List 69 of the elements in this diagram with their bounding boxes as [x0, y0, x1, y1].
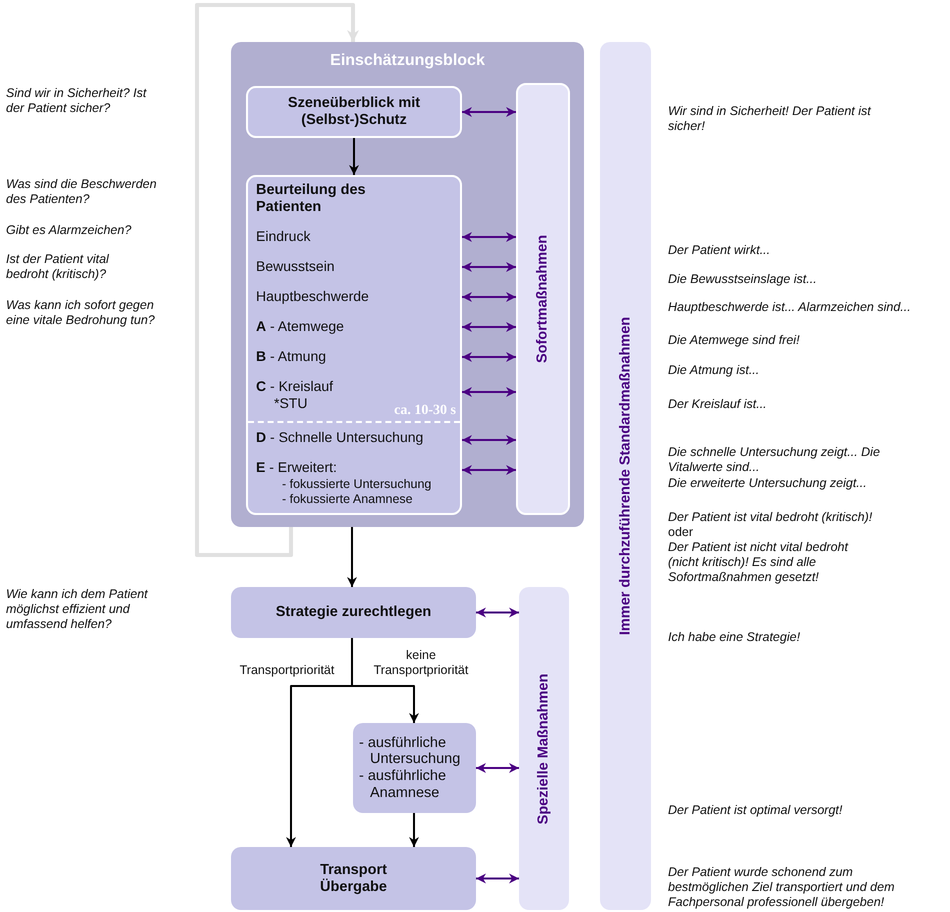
vertical-label: Spezielle Maßnahmen — [536, 673, 552, 824]
side-bar — [600, 42, 651, 910]
answer-text: Die erweiterte Untersuchung zeigt... — [668, 476, 868, 491]
side-bar — [516, 83, 570, 515]
arrow — [476, 874, 519, 884]
arrow — [462, 435, 516, 445]
question-text: Was sind die Beschwerden des Patienten? — [6, 177, 158, 207]
duration-label: ca. 10-30 s — [393, 403, 456, 420]
list-text: - ausführliche Untersuchung — [359, 734, 462, 768]
panel-heading: Einschätzungsblock — [329, 52, 486, 70]
arrow — [409, 813, 419, 847]
arrow — [351, 638, 419, 723]
list-item: - fokussierte Anamnese — [282, 492, 413, 506]
process-box — [246, 86, 462, 138]
answer-text: Wir sind in Sicherheit! Der Patient ist sicher! — [668, 104, 872, 134]
box-title: Strategie zurechtlegen — [276, 604, 432, 621]
arrow — [462, 465, 516, 475]
box-title: Transport Übergabe — [319, 862, 388, 896]
answer-text: Die Atemwege sind frei! — [668, 333, 801, 348]
list-item: B - Atmung — [256, 348, 326, 364]
connector-word: oder — [668, 525, 694, 540]
list-item: E - Erweitert: — [256, 459, 337, 476]
process-box — [231, 847, 476, 910]
question-text: Gibt es Alarmzeichen? — [6, 223, 132, 238]
process-box — [246, 175, 462, 515]
answer-text: Der Patient ist optimal versorgt! — [668, 803, 844, 818]
answer-text: Die schnelle Untersuchung zeigt... Die Vitalwerte sind... — [668, 445, 881, 475]
process-box — [353, 723, 476, 813]
group-panel — [231, 42, 584, 527]
list-item: A - Atemwege — [256, 318, 344, 334]
question-text: Ist der Patient vital bedroht (kritisch)? — [6, 252, 110, 282]
process-box — [231, 587, 476, 638]
arrow — [462, 387, 516, 397]
list-item: C - Kreislauf — [256, 378, 334, 394]
answer-text: Ich habe eine Strategie! — [668, 630, 802, 645]
answer-text: Hauptbeschwerde ist... Alarmzeichen sind... — [668, 300, 912, 315]
arrow — [462, 107, 516, 117]
arrow — [195, 3, 359, 557]
vertical-label: Sofortmaßnahmen — [534, 234, 552, 364]
list-item: Eindruck — [256, 228, 310, 244]
side-bar — [519, 587, 569, 910]
question-text: Wie kann ich dem Patient möglichst effizient und umfassend helfen? — [6, 587, 149, 632]
arrow — [462, 262, 516, 272]
arrow — [462, 292, 516, 302]
arrow — [347, 527, 357, 587]
answer-text: Der Patient ist vital bedroht (kritisch)! — [668, 510, 874, 525]
box-title: Szeneüberblick mit (Selbst-)Schutz — [286, 95, 422, 129]
arrow — [476, 608, 519, 618]
arrow — [462, 352, 516, 362]
answer-text: Die Bewusstseinslage ist... — [668, 272, 818, 287]
list-item: *STU — [274, 395, 308, 412]
question-text: Was kann ich sofort gegen eine vitale Bedrohung tun? — [6, 298, 156, 328]
arrow — [462, 322, 516, 332]
list-item: D - Schnelle Untersuchung — [256, 429, 424, 446]
answer-text: Die Atmung ist... — [668, 363, 760, 378]
list-text: - ausführliche Anamnese — [359, 768, 448, 802]
arrow — [462, 232, 516, 242]
answer-text: Der Patient ist nicht vital bedroht (nicht kritisch)! Es sind alle Sofortmaßnahmen gesetzt! — [668, 540, 850, 585]
answer-text: Der Patient wurde schonend zum bestmöglichen Ziel transportiert und dem Fachpersonal professionell übergeben! — [668, 865, 896, 910]
list-item: Hauptbeschwerde — [256, 288, 369, 304]
question-text: Sind wir in Sicherheit? Ist der Patient sicher? — [6, 86, 148, 116]
answer-text: Der Kreislauf ist... — [668, 397, 768, 412]
arrow — [349, 138, 359, 175]
list-item: - fokussierte Untersuchung — [282, 477, 432, 492]
box-heading: Beurteilung des Patienten — [256, 182, 367, 216]
vertical-label: Immer durchzuführende Standardmaßnahmen — [617, 316, 634, 636]
list-item: Bewusstsein — [256, 258, 335, 274]
arrow — [476, 763, 519, 773]
answer-text: Der Patient wirkt... — [668, 243, 772, 258]
